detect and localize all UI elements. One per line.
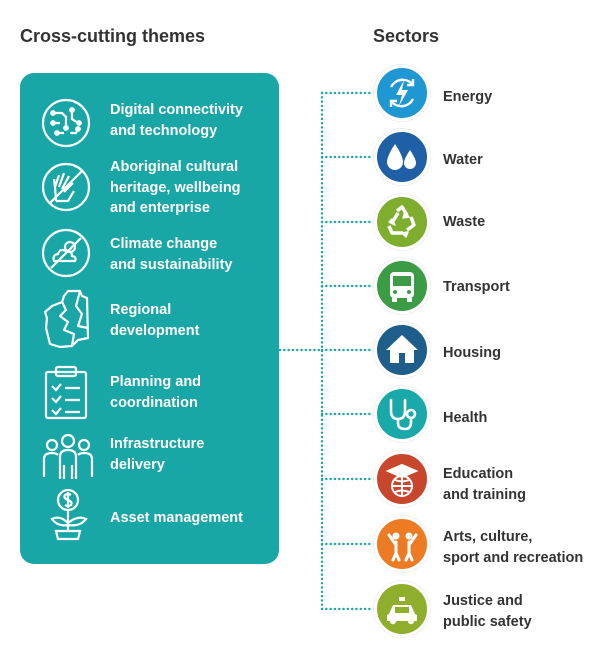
people-icon xyxy=(40,431,96,483)
house-icon xyxy=(386,335,418,363)
theme-label-planning: Planning and coordination xyxy=(110,374,202,411)
sectors-heading: Sectors xyxy=(373,26,440,46)
theme-label-aboriginal: Aboriginal cultural heritage, wellbeing … xyxy=(110,159,241,216)
themes-panel: Digital connectivity and technology Abor… xyxy=(20,73,279,564)
circuit-icon xyxy=(40,97,92,149)
bus-icon xyxy=(390,272,414,302)
sector-health xyxy=(374,386,430,442)
sector-label-water: Water xyxy=(443,152,483,168)
sector-label-education: Education and training xyxy=(443,466,526,503)
sector-waste xyxy=(374,194,430,250)
stethoscope-icon xyxy=(389,398,417,431)
sector-housing xyxy=(374,322,430,378)
theme-label-regional: Regional development xyxy=(110,302,200,339)
theme-label-asset: Asset management xyxy=(110,510,243,526)
sector-justice xyxy=(374,581,430,637)
lightning-icon xyxy=(389,78,415,108)
theme-label-climate: Climate change and sustainability xyxy=(110,236,233,273)
sector-label-health: Health xyxy=(443,410,488,426)
sector-arts xyxy=(374,516,430,572)
cloud-sun-icon xyxy=(40,227,92,279)
sector-education xyxy=(374,451,430,507)
sector-label-energy: Energy xyxy=(443,89,493,105)
money-plant-icon xyxy=(44,487,92,543)
water-drops-icon xyxy=(387,144,416,170)
themes-heading: Cross-cutting themes xyxy=(20,26,206,46)
police-car-icon xyxy=(387,597,417,625)
sector-label-justice: Justice and public safety xyxy=(443,593,532,630)
recycle-icon xyxy=(387,205,416,238)
sector-label-arts: Arts, culture, sport and recreation xyxy=(443,529,584,566)
graduation-globe-icon xyxy=(385,463,419,497)
theme-label-digital: Digital connectivity and technology xyxy=(110,102,243,139)
clipboard-icon xyxy=(42,364,94,422)
sector-label-transport: Transport xyxy=(443,279,510,295)
sector-water xyxy=(374,129,430,185)
theme-label-infrastructure: Infrastructure delivery xyxy=(110,436,205,473)
hand-icon xyxy=(40,161,92,213)
sector-transport xyxy=(374,258,430,314)
sector-energy xyxy=(374,65,430,121)
wa-map-icon xyxy=(42,288,92,350)
sector-label-housing: Housing xyxy=(443,345,501,361)
sector-label-waste: Waste xyxy=(443,214,486,230)
people-celebrating-icon xyxy=(387,532,418,562)
